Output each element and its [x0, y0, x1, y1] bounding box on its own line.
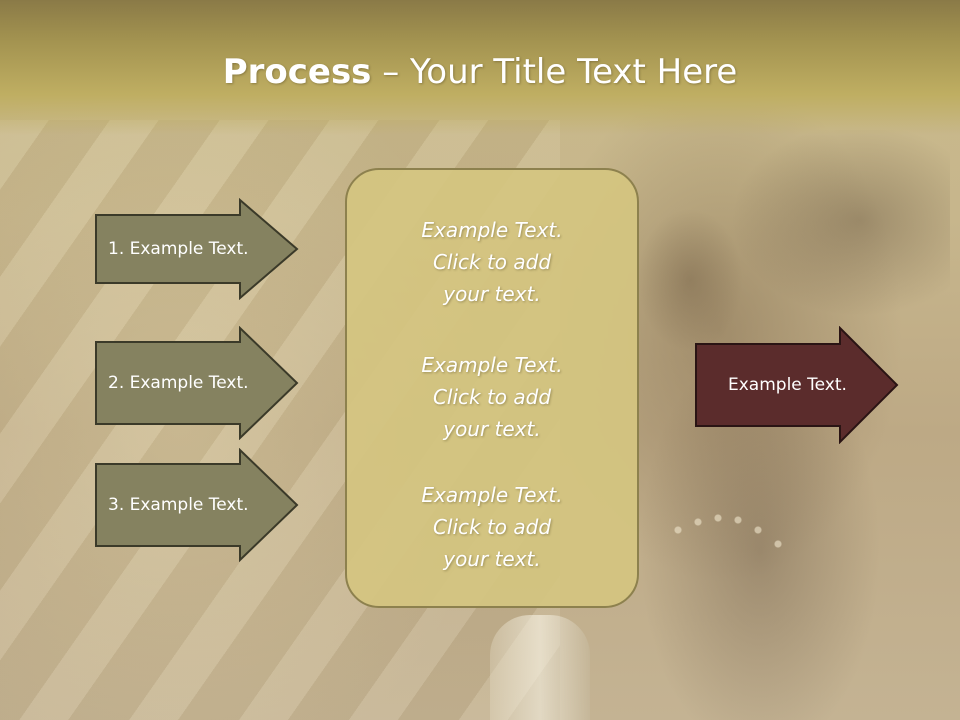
center-text-line: Click to add	[432, 250, 552, 274]
slide-title[interactable]: Process – Your Title Text Here	[0, 52, 960, 92]
center-text-line: Example Text.	[421, 483, 563, 507]
process-arrow-label: 2. Example Text.	[108, 373, 249, 393]
center-text-block-3[interactable]: Example Text. Click to add your text.	[347, 479, 637, 575]
arrow-right-shape	[95, 326, 299, 440]
arrow-right-shape	[95, 198, 299, 300]
title-rest: – Your Title Text Here	[371, 52, 738, 92]
center-text-line: your text.	[443, 282, 541, 306]
title-bar	[0, 0, 960, 135]
process-arrow-label: 3. Example Text.	[108, 495, 249, 515]
center-text-line: your text.	[443, 417, 541, 441]
center-text-block-1[interactable]: Example Text. Click to add your text.	[347, 214, 637, 310]
center-text-line: Example Text.	[421, 218, 563, 242]
center-text-block-2[interactable]: Example Text. Click to add your text.	[347, 349, 637, 445]
pearl-bracelet-decoration	[668, 500, 808, 590]
center-text-line: Example Text.	[421, 353, 563, 377]
center-text-box[interactable]: Example Text. Click to add your text. Ex…	[345, 168, 639, 608]
process-arrow-1[interactable]: 1. Example Text.	[94, 198, 300, 300]
center-text-line: Click to add	[432, 515, 552, 539]
arrow-right-shape	[95, 448, 299, 562]
output-arrow-label: Example Text.	[728, 375, 847, 395]
vase-decoration	[490, 615, 590, 720]
arrow-right-shape	[695, 326, 899, 444]
center-text-line: your text.	[443, 547, 541, 571]
title-bold: Process	[222, 52, 372, 92]
output-arrow[interactable]: Example Text.	[694, 326, 900, 444]
center-text-line: Click to add	[432, 385, 552, 409]
process-arrow-3[interactable]: 3. Example Text.	[94, 448, 300, 562]
process-arrow-label: 1. Example Text.	[108, 239, 249, 259]
process-arrow-2[interactable]: 2. Example Text.	[94, 326, 300, 440]
